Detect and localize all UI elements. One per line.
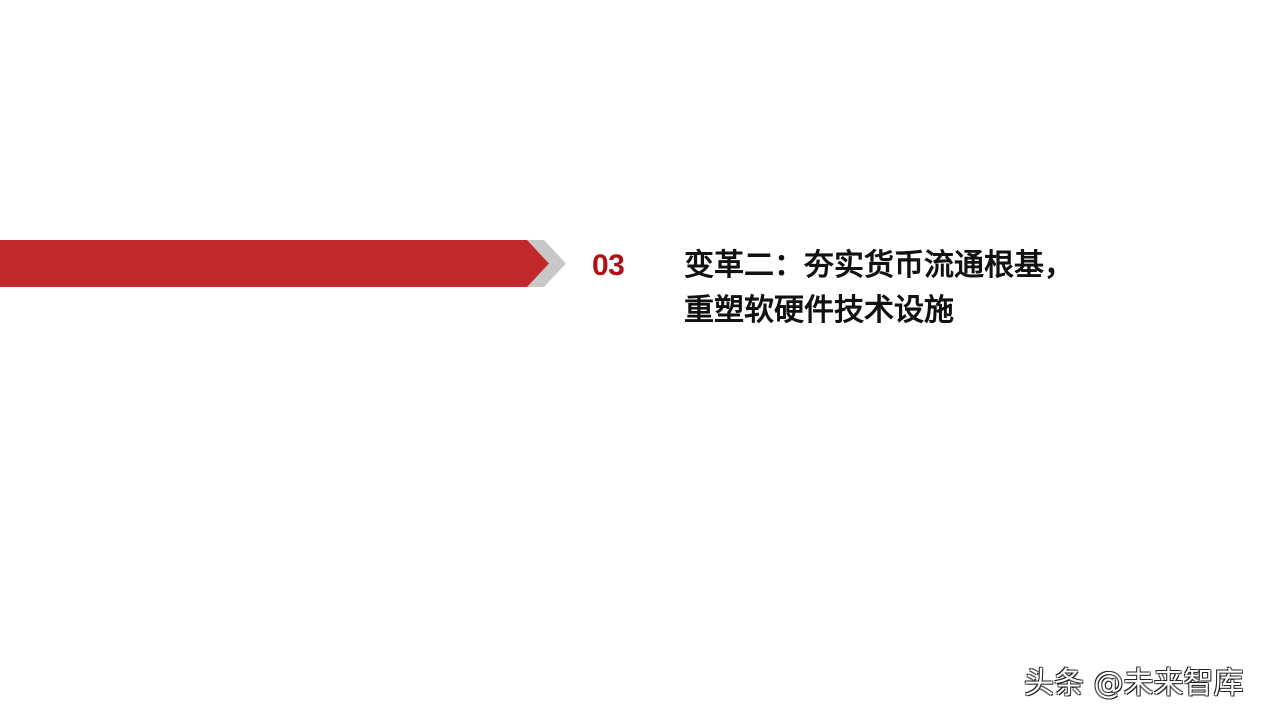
section-number: 03 (592, 249, 625, 282)
arrow-banner-shape (0, 240, 566, 287)
section-title-line-1: 变革二：夯实货币流通根基， (684, 248, 1074, 283)
section-banner-arrow (0, 240, 566, 287)
section-title: 变革二：夯实货币流通根基， 重塑软硬件技术设施 (684, 243, 1204, 333)
watermark: 头条 @未来智库 (1024, 666, 1244, 701)
red-bar (0, 240, 549, 287)
chevron-shadow (527, 240, 566, 287)
section-title-line-2: 重塑软硬件技术设施 (684, 293, 954, 328)
